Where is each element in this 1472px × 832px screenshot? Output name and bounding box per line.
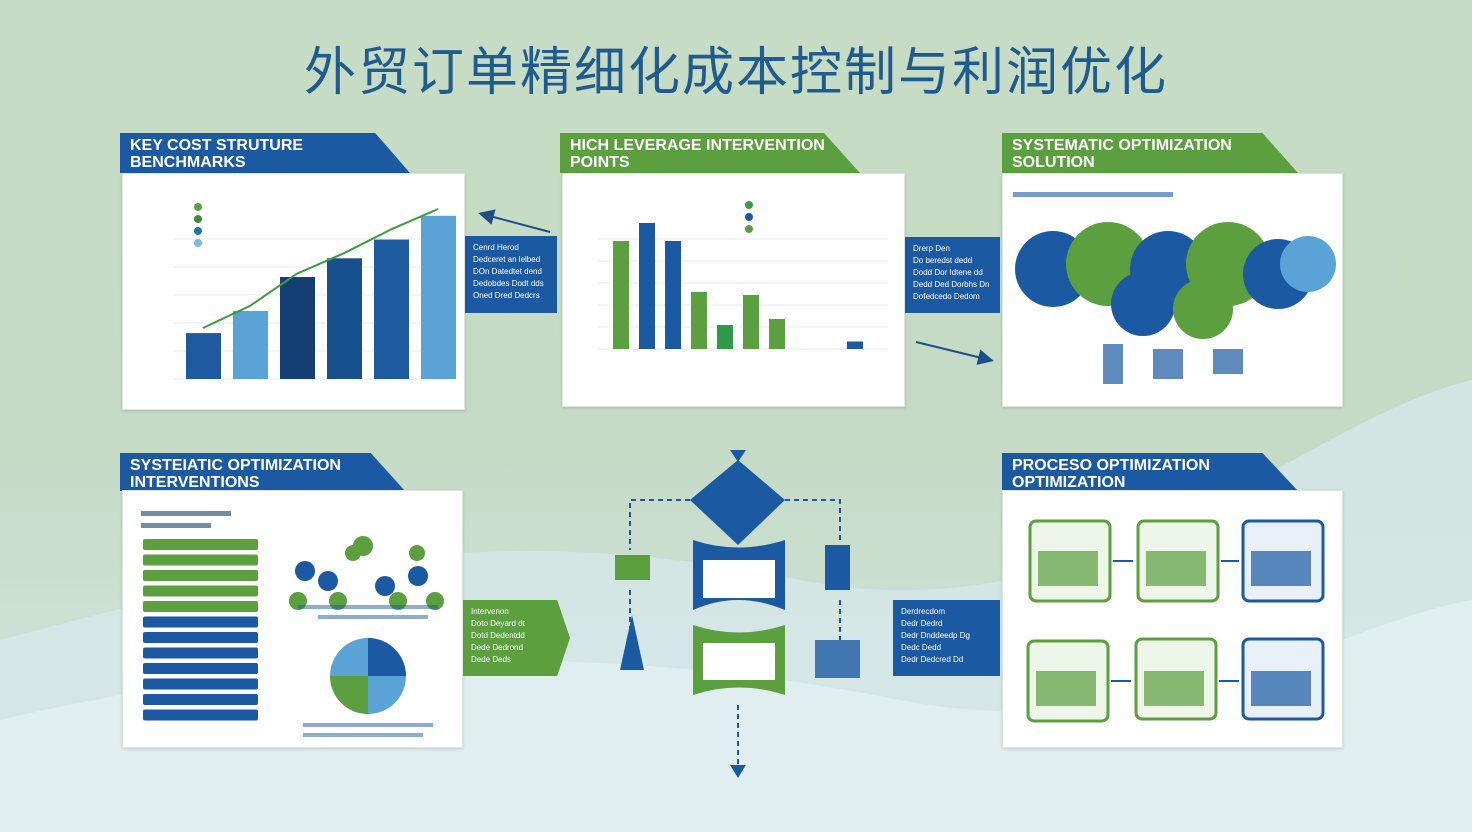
callout-line: Dedr Dedcred Dd [901, 655, 964, 664]
panel-header-optimization-interventions: SYSTEIATIC OPTIMIZATION INTERVENTIONS [120, 453, 405, 491]
callout-line: Derdrecdom [901, 607, 946, 616]
trend-line [202, 208, 439, 329]
bar [665, 241, 681, 349]
callout-line: Dodd Dor Idtene dd [913, 268, 983, 277]
callout-line: Dede Dedrond [471, 643, 524, 652]
callout-interventions: Intervenon Doto Deyard dt Dotd Dedentdd … [463, 600, 570, 676]
legend-marker [745, 201, 753, 209]
intervention-bar-chart [598, 201, 888, 350]
callout-line: Doto Deyard dt [471, 619, 525, 628]
list-bar [143, 554, 258, 566]
list-bar [143, 647, 258, 659]
list-bar [143, 539, 258, 550]
legend-marker [745, 225, 753, 233]
panel-header-optimization-solution: SYSTEMATIC OPTIMIZATION SOLUTION [1002, 133, 1298, 173]
callout-line: Dedd Ded Dorbhs Dn [913, 280, 990, 289]
list-bar [143, 663, 258, 674]
bar [847, 341, 863, 349]
legend-marker [194, 215, 202, 223]
callout-line: Intervenon [471, 607, 509, 616]
panel-header-process-optimization: PROCESO OPTIMIZATION OPTIMIZATION [1002, 453, 1298, 491]
list-bar [143, 585, 258, 597]
legend-marker [194, 227, 202, 235]
page-title: 外贸订单精细化成本控制与利润优化 [303, 43, 1168, 103]
bar [769, 319, 785, 349]
bar [421, 215, 456, 379]
interventions-list-diagram [141, 511, 444, 737]
callout-line: Drerp Den [913, 244, 950, 253]
bar [717, 325, 733, 349]
callout-line: Dedceret an lelbed [473, 255, 541, 264]
callout-line: Oned Dred Dedcrs [473, 291, 540, 300]
bar [233, 311, 268, 379]
bar [613, 241, 629, 349]
callout-line: Dofedcedo Dedom [913, 292, 980, 301]
legend-marker [194, 203, 202, 211]
list-bar [143, 601, 258, 612]
list-bar [143, 616, 258, 628]
list-bar [143, 709, 258, 721]
callout-line: Do beredst dedd [913, 256, 973, 265]
bar [639, 223, 655, 349]
list-bar [143, 694, 258, 705]
bar [743, 295, 759, 349]
cost-bar-chart [173, 203, 456, 380]
bar [374, 239, 409, 379]
process-flow-grid [1026, 519, 1325, 723]
bar [691, 292, 707, 349]
callout-line: Dotd Dedentdd [471, 631, 525, 640]
callout-line: Dedr Dnddeedp Dg [901, 631, 970, 640]
bar [280, 277, 315, 379]
optimization-solution-panel [1002, 173, 1343, 407]
list-bar [143, 678, 258, 690]
callout-line: Cenrd Herod [473, 243, 519, 252]
solution-cycle-diagram [1013, 192, 1336, 384]
legend-marker [745, 213, 753, 221]
list-bar [143, 632, 258, 643]
bar [327, 258, 362, 379]
callout-line: DOn Datedtet dend [473, 267, 542, 276]
cost-benchmark-chart-panel [122, 173, 465, 410]
bar [186, 333, 221, 379]
legend-marker [194, 239, 202, 247]
callout-intervention: Drerp Den Do beredst dedd Dodd Dor Idten… [905, 237, 1000, 313]
callout-process: Derdrecdom Dedr Dedrd Dedr Dnddeedp Dg D… [893, 600, 1000, 676]
optimization-interventions-panel [122, 490, 463, 748]
callout-line: Dedobdes Dodt dds [473, 279, 544, 288]
list-bar [143, 570, 258, 581]
callout-line: Dedr Dedrd [901, 619, 943, 628]
panel-header-intervention-points: HICH LEVERAGE INTERVENTION POINTS [560, 133, 860, 173]
intervention-points-chart-panel [562, 173, 905, 407]
callout-line: Dedc Dedd [901, 643, 942, 652]
callout-line: Dede Deds [471, 655, 512, 664]
panel-header-cost-benchmarks: KEY COST STRUTURE BENCHMARKS [120, 133, 410, 173]
process-optimization-panel [1002, 490, 1343, 748]
callout-cost: Cenrd Herod Dedceret an lelbed DOn Dated… [465, 236, 557, 313]
